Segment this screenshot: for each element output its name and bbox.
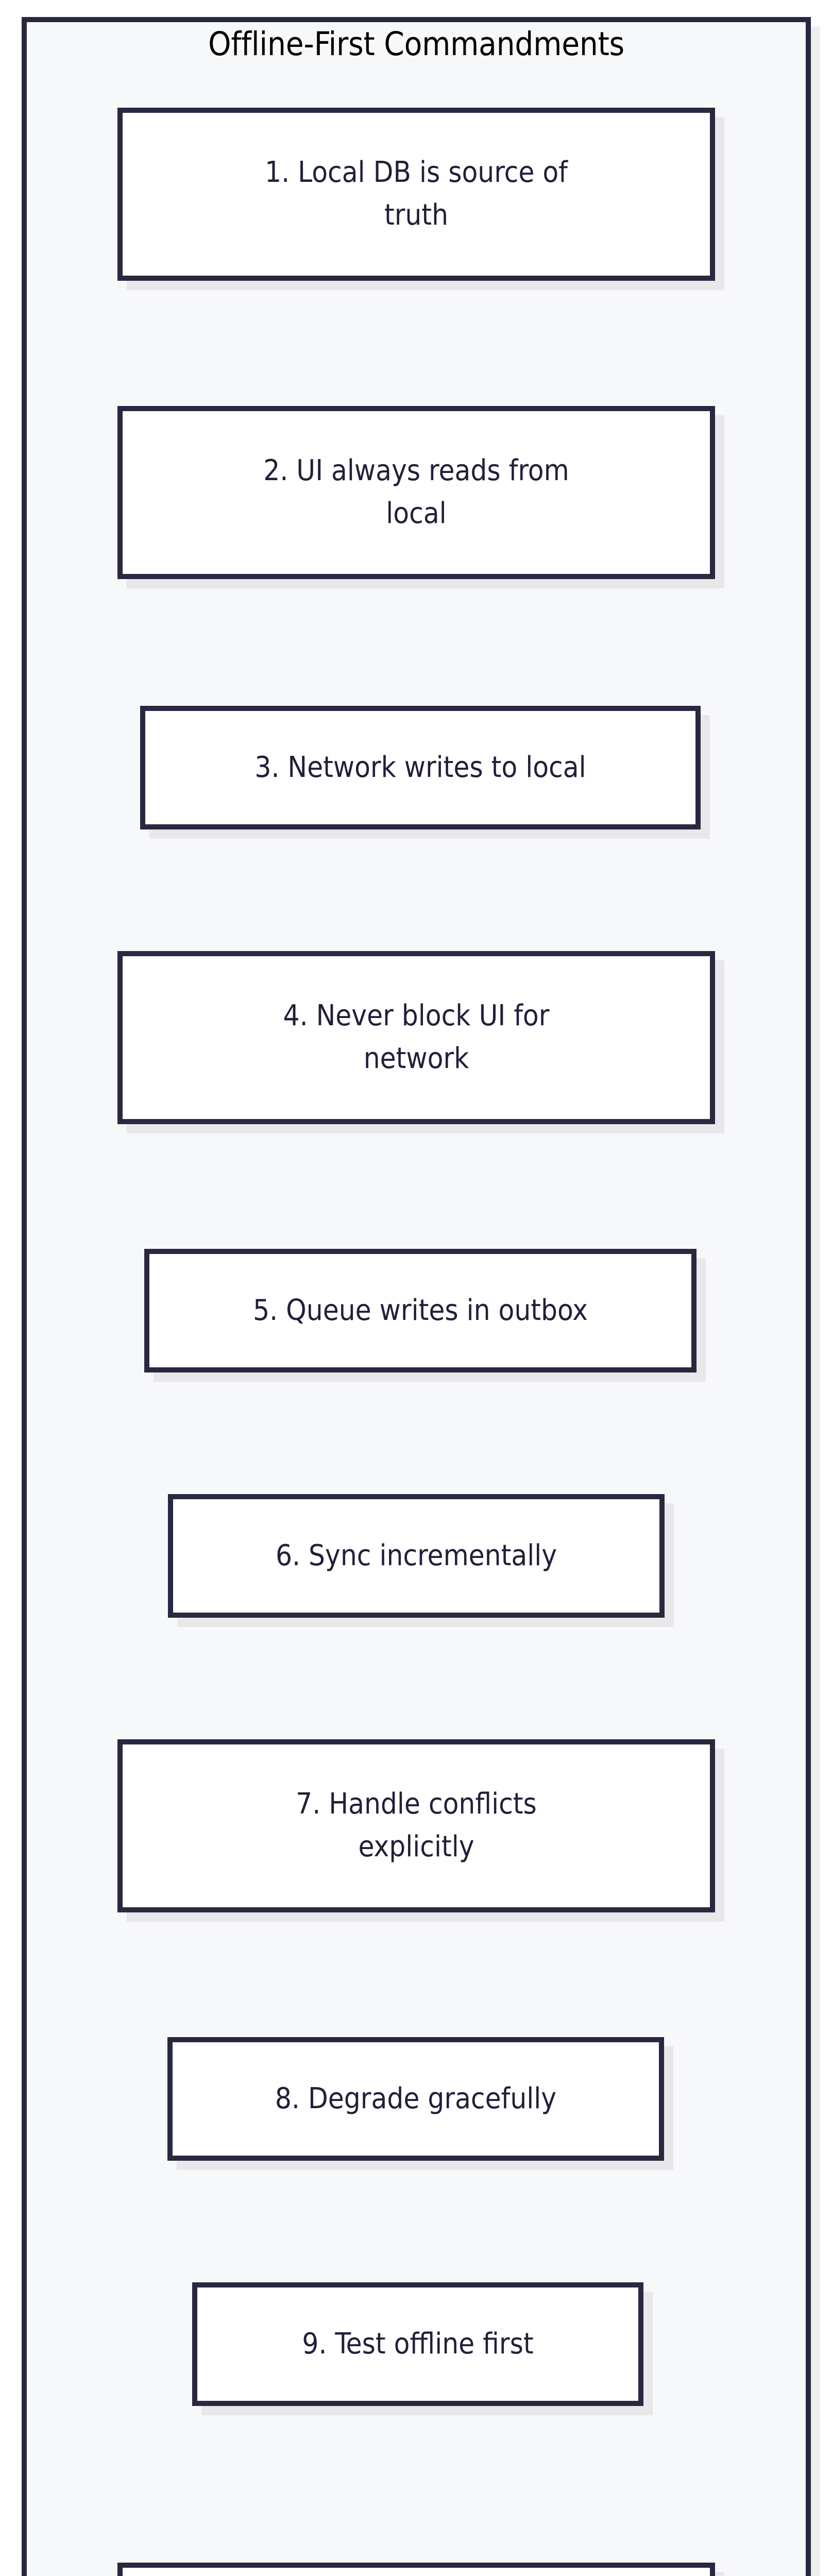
commandment-box-8[interactable]: 8. Degrade gracefully — [167, 2037, 664, 2161]
commandment-label: 6. Sync incrementally — [275, 1538, 557, 1572]
commandment-box-3[interactable]: 3. Network writes to local — [140, 706, 701, 829]
commandment-label: 5. Queue writes in outbox — [253, 1293, 588, 1327]
commandments-frame: Offline-First Commandments 1. Local DB i… — [22, 17, 811, 2576]
commandment-box-9[interactable]: 9. Test offline first — [192, 2282, 643, 2406]
diagram-title: Offline-First Commandments — [208, 25, 624, 63]
commandment-box-5[interactable]: 5. Queue writes in outbox — [144, 1249, 697, 1372]
commandment-label: 9. Test offline first — [302, 2327, 534, 2361]
commandment-box-10[interactable]: 10. Communicate statusclearly — [117, 2563, 715, 2576]
commandment-box-6[interactable]: 6. Sync incrementally — [168, 1494, 665, 1618]
commandment-label: 8. Degrade gracefully — [275, 2081, 557, 2115]
commandment-label: 3. Network writes to local — [254, 750, 586, 784]
